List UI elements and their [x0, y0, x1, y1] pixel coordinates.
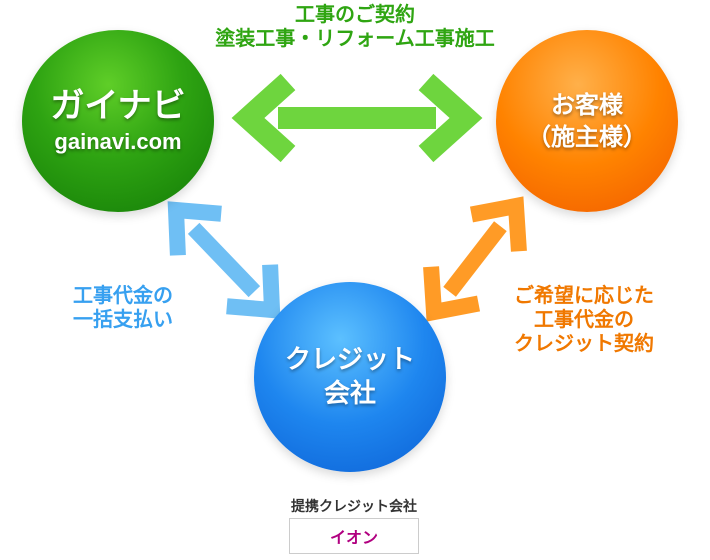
- arrow-head: [418, 73, 483, 163]
- partner-title: 提携クレジット会社: [291, 499, 417, 515]
- payment-label-line1: 工事代金の: [73, 283, 173, 307]
- arrow-head: [423, 266, 481, 322]
- partner-logo-box[interactable]: イオン: [289, 518, 419, 554]
- arrow-head: [167, 201, 222, 256]
- credit-label-line2: 会社: [323, 379, 376, 409]
- gainavi-node: ガイナビ gainavi.com: [22, 30, 214, 212]
- arrow-head: [226, 264, 281, 319]
- credit-contract-label-line2: 工事代金の: [534, 307, 634, 331]
- arrow-gainavi-customer: [231, 73, 483, 163]
- arrow-head: [231, 73, 296, 163]
- credit-contract-label-line1: ご希望に応じた: [514, 283, 654, 307]
- arrow-customer-credit: [423, 196, 527, 322]
- customer-sublabel: （施主様）: [527, 123, 647, 151]
- gainavi-name: ガイナビ: [50, 86, 186, 126]
- credit-contract-label-line3: クレジット契約: [514, 331, 654, 355]
- customer-node: お客様 （施主様）: [496, 30, 678, 212]
- payment-label-line2: 一括支払い: [73, 307, 173, 331]
- arrow-gainavi-credit: [167, 201, 281, 319]
- arrow-shaft: [443, 221, 507, 297]
- credit-contract-label: ご希望に応じた 工事代金の クレジット契約: [486, 283, 682, 355]
- credit-company-node: クレジット 会社: [254, 282, 446, 472]
- credit-label-line1: クレジット: [284, 345, 415, 375]
- contract-label-line2: 塗装工事・リフォーム工事施工: [215, 26, 495, 50]
- arrow-shaft: [187, 222, 261, 298]
- contract-label-line1: 工事のご契約: [295, 2, 415, 26]
- gainavi-domain: gainavi.com: [54, 129, 182, 154]
- contract-label: 工事のご契約 塗装工事・リフォーム工事施工: [170, 2, 540, 50]
- arrow-head: [469, 196, 527, 252]
- customer-label: お客様: [551, 91, 623, 119]
- payment-label: 工事代金の 一括支払い: [48, 283, 198, 331]
- partner-name: イオン: [329, 528, 378, 547]
